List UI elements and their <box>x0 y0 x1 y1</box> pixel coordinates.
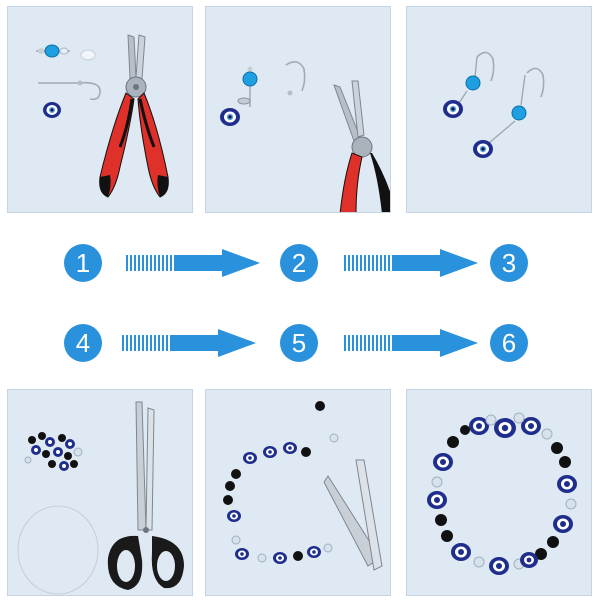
scissors-icon <box>107 401 184 590</box>
pliers-icon <box>99 34 169 198</box>
step-number-2: 2 <box>280 244 318 282</box>
bracelet <box>427 412 577 575</box>
step-3-image <box>406 6 592 213</box>
evil-eye-bead-icon <box>220 108 240 126</box>
step-number-1: 1 <box>64 244 102 282</box>
step-6-image <box>406 389 592 596</box>
evil-eye-bead-icon <box>43 102 61 118</box>
bead-strand <box>223 401 339 564</box>
step-1-image <box>7 6 193 213</box>
arrow-right-icon <box>344 249 478 277</box>
arrow-right-icon <box>344 329 478 357</box>
arrow-right-icon <box>122 329 256 357</box>
evil-eye-bead-icon <box>473 140 493 158</box>
step-number-6: 6 <box>490 324 528 362</box>
step-number-5: 5 <box>280 324 318 362</box>
step-number-3: 3 <box>490 244 528 282</box>
pliers-icon <box>333 80 390 212</box>
step-2-image <box>205 6 391 213</box>
step-5-image <box>205 389 391 596</box>
step-number-4: 4 <box>64 324 102 362</box>
step-4-image <box>7 389 193 596</box>
arrow-right-icon <box>126 249 260 277</box>
scissors-icon <box>323 459 383 571</box>
evil-eye-bead-icon <box>443 100 463 118</box>
bead-pile <box>24 432 83 471</box>
